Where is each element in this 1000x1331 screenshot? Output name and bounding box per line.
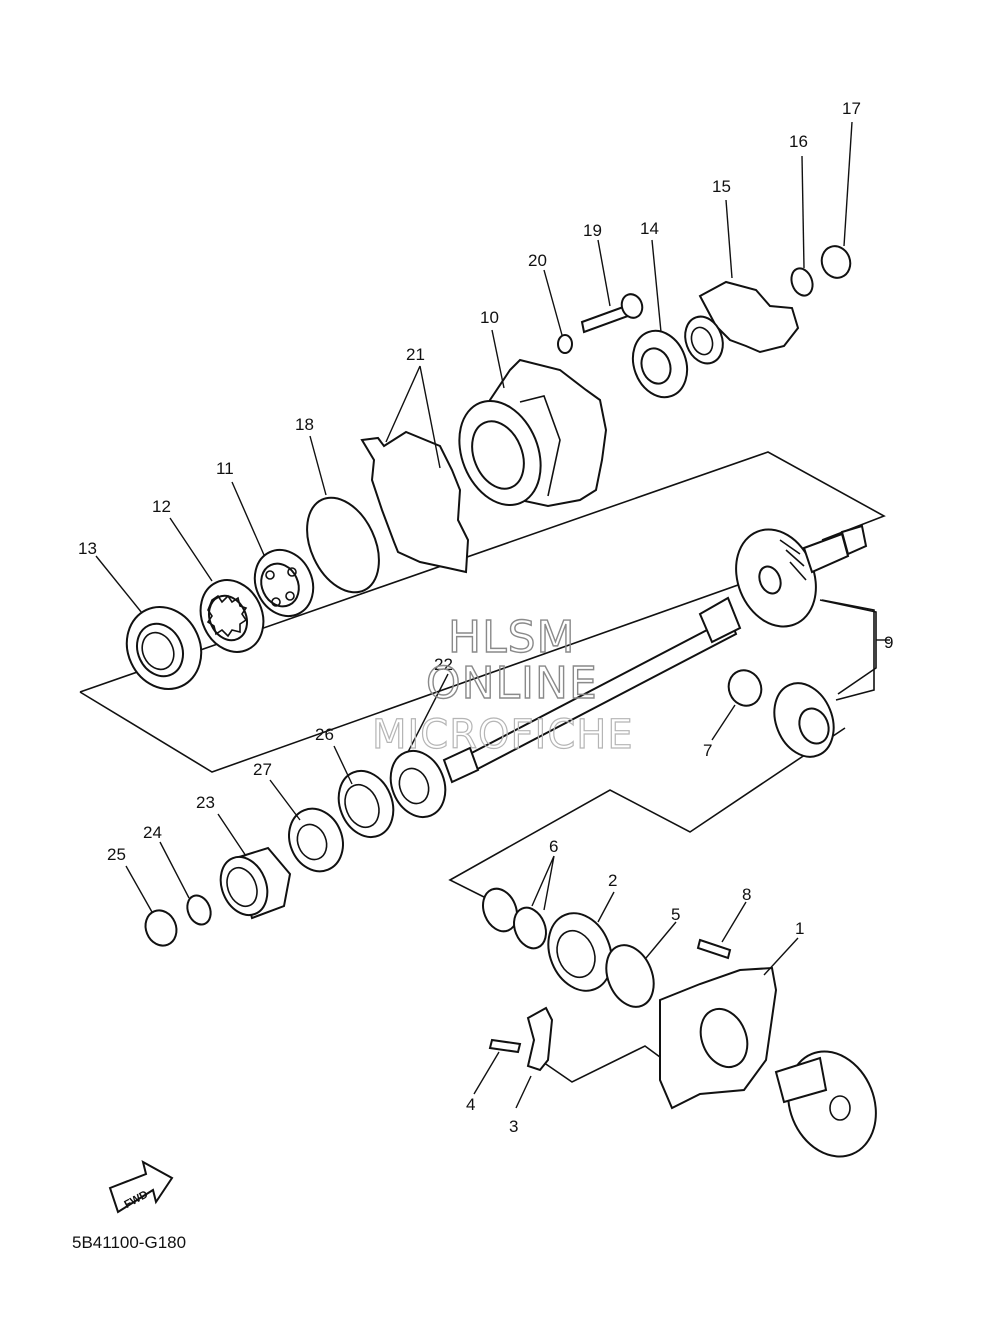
part-3-plate [526,1006,554,1072]
part-21-gasket [360,430,470,574]
part-6-shim-a [482,887,518,933]
part-4-screw [488,1038,522,1054]
callout-2: 2 [608,871,617,890]
leader-lines [95,121,890,1109]
callout-6: 6 [549,837,558,856]
part-11-bearing [253,548,315,618]
callout-23: 23 [196,793,215,812]
callout-9: 9 [884,633,893,652]
callout-10: 10 [480,308,499,327]
part-1-housing [659,966,778,1110]
drive-gear [774,1050,877,1158]
lower-group-boundary-2 [819,599,877,695]
part-13-bearing [125,606,203,690]
part-19-bolt [580,293,644,334]
lower-group-boundary [448,727,846,901]
part-23-coupling [219,846,292,920]
part-7-nut [727,669,763,707]
part-25-nut [144,909,178,947]
part-17-nut [820,245,852,279]
callout-4: 4 [466,1095,475,1114]
part-12-ring [199,579,265,653]
callout-8: 8 [742,885,751,904]
callout-24: 24 [143,823,162,842]
drawing-code: 5B41100-G180 [72,1233,186,1252]
callout-7: 7 [703,741,712,760]
callout-11: 11 [216,459,234,478]
part-15-yoke [684,280,800,365]
watermark: HLSM ONLINE MICROFICHE [371,611,634,758]
part-20-washer [557,334,573,354]
callout-5: 5 [671,905,680,924]
callout-25: 25 [107,845,126,864]
part-18-o-ring [306,496,380,594]
part-24-washer [186,894,212,926]
part-2-bearing [547,912,613,992]
callout-14: 14 [640,219,659,238]
callout-19: 19 [583,221,602,240]
callout-13: 13 [78,539,97,558]
part-9-gear-lower [773,682,835,758]
callout-27: 27 [253,760,272,779]
callout-21: 21 [406,345,425,364]
callout-22: 22 [434,655,453,674]
part-27-seal [288,807,344,873]
part-16-washer [790,267,814,297]
callout-17: 17 [842,99,861,118]
callout-18: 18 [295,415,314,434]
callout-26: 26 [315,725,334,744]
callout-20: 20 [528,251,547,270]
bracket-9 [821,599,875,701]
part-26-ring [337,770,395,838]
part-14-bearing [631,329,689,399]
callout-12: 12 [152,497,171,516]
part-9-gear-upper [735,524,868,628]
lower-boundary-3 [539,1045,665,1083]
part-22-bearing [389,750,447,818]
callout-1: 1 [795,919,804,938]
callout-16: 16 [789,132,808,151]
part-8-bolt [696,938,732,960]
callout-15: 15 [712,177,731,196]
watermark-line-2: ONLINE [426,658,598,709]
part-22-shaft [442,596,742,784]
part-10-housing [458,358,608,508]
part-5-o-ring [605,944,655,1008]
part-6-shim-b [513,906,547,950]
watermark-line-3: MICROFICHE [372,712,634,758]
callouts: 1 2 3 4 5 6 7 8 9 10 11 12 13 14 15 16 1… [78,99,893,1136]
watermark-line-1: HLSM [448,612,576,663]
callout-3: 3 [509,1117,518,1136]
fwd-arrow-icon: FWD [108,1160,174,1214]
